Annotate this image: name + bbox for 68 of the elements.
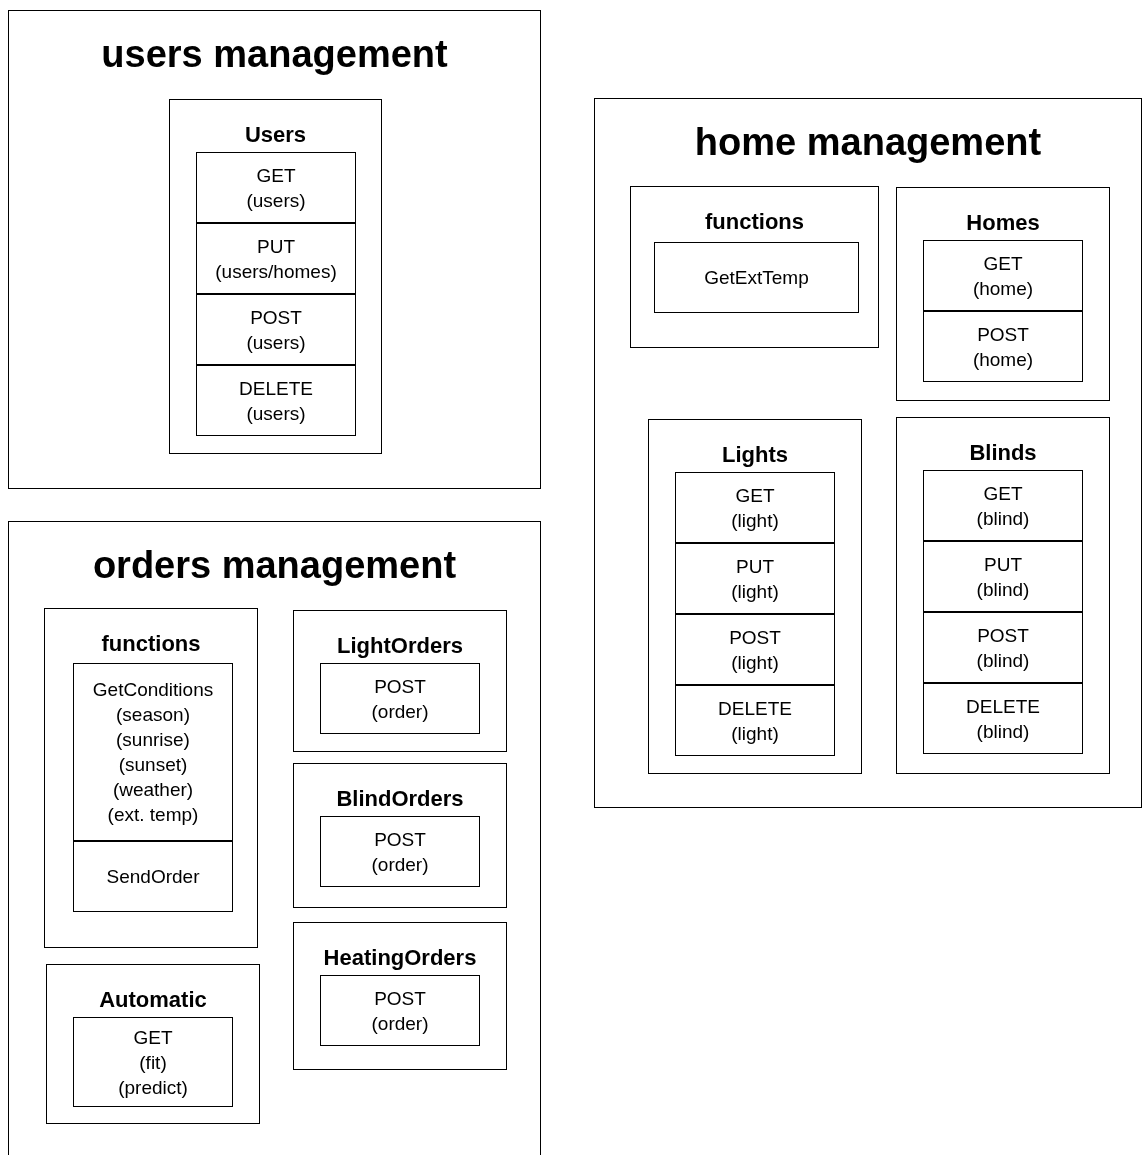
endpoint-label: POST (blind) — [976, 623, 1030, 673]
endpoint-label: DELETE (users) — [239, 376, 313, 426]
group-box — [293, 763, 507, 908]
endpoint-label: DELETE (light) — [718, 696, 792, 746]
endpoint-label: GET (users) — [246, 163, 306, 213]
group-title: Blinds — [968, 440, 1038, 466]
endpoint-label: POST (users) — [246, 305, 306, 355]
endpoint-label: SendOrder — [106, 865, 200, 889]
endpoint-box — [196, 152, 356, 223]
endpoint-box — [320, 816, 480, 887]
endpoint-label: GET (fit) (predict) — [118, 1025, 188, 1100]
endpoint-label: POST (home) — [972, 322, 1034, 372]
endpoint-label: PUT (light) — [731, 554, 779, 604]
group-box — [44, 608, 258, 948]
endpoint-box — [675, 543, 835, 614]
endpoint-box — [73, 1017, 233, 1107]
group-box — [630, 186, 879, 348]
group-title: Lights — [721, 442, 789, 468]
group-title: LightOrders — [336, 633, 464, 659]
endpoint-box — [675, 614, 835, 685]
group-title: functions — [100, 631, 202, 657]
group-title: HeatingOrders — [322, 945, 478, 971]
endpoint-label: GetExtTemp — [704, 266, 809, 290]
endpoint-label: GET (light) — [731, 483, 779, 533]
group-box — [648, 419, 862, 774]
endpoint-box — [196, 294, 356, 365]
endpoint-label: POST (order) — [371, 827, 429, 877]
endpoint-label: POST (order) — [371, 674, 429, 724]
endpoint-label: POST (order) — [371, 986, 429, 1036]
endpoint-box — [923, 470, 1083, 541]
endpoint-box — [675, 685, 835, 756]
endpoint-box — [923, 683, 1083, 754]
group-title: Automatic — [98, 987, 208, 1013]
endpoint-label: DELETE (blind) — [966, 694, 1040, 744]
endpoint-box — [923, 240, 1083, 311]
endpoint-label: PUT (users/homes) — [215, 234, 337, 284]
module-panel — [8, 10, 541, 489]
endpoint-box — [320, 975, 480, 1046]
endpoint-label: GET (blind) — [976, 481, 1030, 531]
endpoint-box — [73, 841, 233, 912]
group-box — [896, 187, 1110, 401]
group-box — [293, 610, 507, 752]
endpoint-label: POST (light) — [729, 625, 781, 675]
endpoint-label: GET (home) — [972, 251, 1034, 301]
endpoint-box — [923, 541, 1083, 612]
endpoint-box — [923, 612, 1083, 683]
group-title: Users — [243, 122, 308, 148]
module-title: home management — [693, 121, 1043, 164]
group-box — [896, 417, 1110, 774]
endpoint-label: PUT (blind) — [976, 552, 1030, 602]
endpoint-box — [196, 223, 356, 294]
group-title: Homes — [965, 210, 1041, 236]
endpoint-box — [196, 365, 356, 436]
endpoint-box — [73, 663, 233, 841]
endpoint-box — [923, 311, 1083, 382]
endpoint-label: GetConditions (season) (sunrise) (sunset) (weather) (ext. temp) — [92, 678, 214, 827]
module-panel — [594, 98, 1142, 808]
group-box — [169, 99, 382, 454]
module-panel — [8, 521, 541, 1155]
group-title: BlindOrders — [335, 786, 465, 812]
module-title: orders management — [91, 544, 458, 587]
group-box — [46, 964, 260, 1124]
endpoint-box — [654, 242, 859, 313]
group-box — [293, 922, 507, 1070]
endpoint-box — [320, 663, 480, 734]
endpoint-box — [675, 472, 835, 543]
module-title: users management — [100, 33, 449, 76]
group-title: functions — [704, 209, 805, 235]
